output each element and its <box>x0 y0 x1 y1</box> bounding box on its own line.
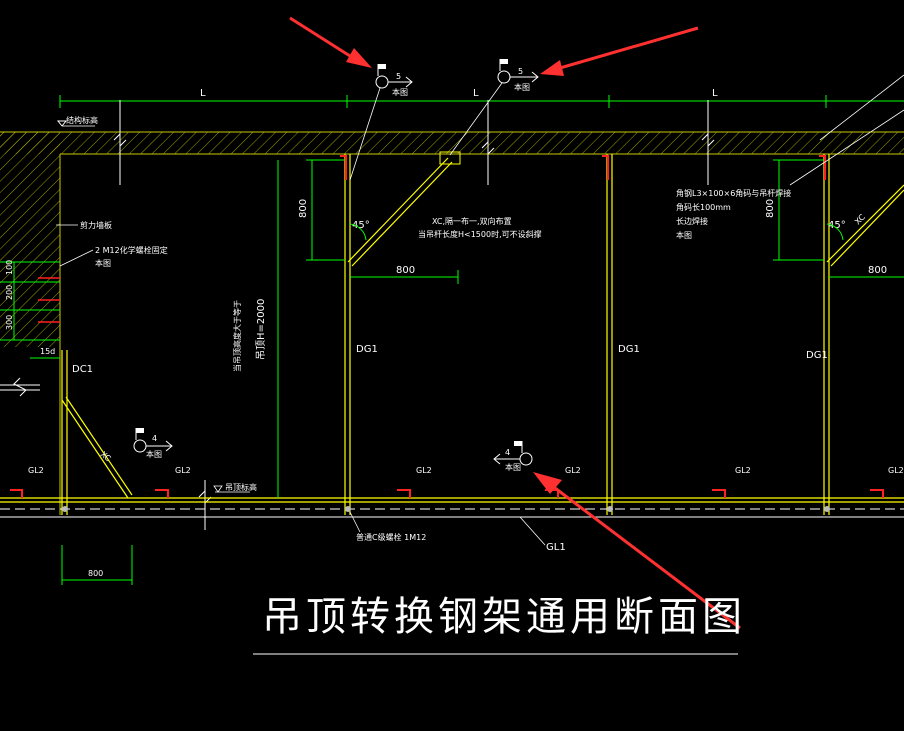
dim-800-vertical-1: 800 <box>298 199 309 218</box>
note-brace-2: 当吊杆长度H<1500时,可不设斜撑 <box>418 229 542 239</box>
dg1-label-3: DG1 <box>806 350 828 361</box>
braces <box>61 157 904 499</box>
note-anchor-ref: 本图 <box>95 258 111 268</box>
dim-800-horizontal-1: 800 <box>396 265 415 276</box>
span-dimension-line <box>59 95 904 108</box>
elevation-mark <box>56 120 95 127</box>
angle-label-2: 45° <box>828 220 846 231</box>
note-anchor: 2 M12化学螺栓固定 <box>95 245 168 255</box>
dim-15d: 15d <box>40 347 55 356</box>
section-mark-3 <box>133 428 173 453</box>
note-angle-3: 长边焊接 <box>676 216 708 226</box>
note-angle-2: 角码长100mm <box>676 202 731 212</box>
dim-800-vertical-2: 800 <box>765 199 776 218</box>
section-mark-2-ref: 本图 <box>514 82 530 92</box>
section-mark-4-num: 4 <box>505 448 510 457</box>
section-mark-4 <box>493 441 533 466</box>
drawing-title: 吊顶转换钢架通用断面图 <box>262 594 746 640</box>
xc-label-left: XC <box>99 450 113 464</box>
span-label-1: L <box>200 88 206 99</box>
angle-cuts <box>10 155 884 498</box>
annotation-arrows <box>289 16 741 630</box>
section-mark-3-ref: 本图 <box>146 449 162 459</box>
section-mark-1-ref: 本图 <box>392 87 408 97</box>
note-height-1: 当吊顶高度大于等于 <box>232 300 242 372</box>
dim-horizontal <box>61 270 904 585</box>
anchor-bars <box>38 277 60 323</box>
section-mark-1-num: 5 <box>396 72 401 81</box>
hangers <box>61 154 830 515</box>
leader-lines <box>789 74 904 186</box>
gl2-label-4: GL2 <box>565 466 581 475</box>
elevation-label: 结构标高 <box>66 115 98 125</box>
dg1-label-1: DG1 <box>356 344 378 355</box>
brace-plate <box>439 151 461 165</box>
section-mark-4-ref: 本图 <box>505 462 521 472</box>
section-mark-2-num: 5 <box>518 67 523 76</box>
dim-800-bottom: 800 <box>88 569 103 578</box>
note-wall: 剪力墙板 <box>80 220 112 230</box>
dim-wall <box>0 261 60 359</box>
gl2-label-2: GL2 <box>175 466 191 475</box>
level-mark-bottom <box>213 485 250 493</box>
shear-wall <box>0 132 61 515</box>
dim-800-horizontal-2: 800 <box>868 265 887 276</box>
note-height-2: 吊顶H=2000 <box>255 299 267 360</box>
note-angle-1: 角钢L3×100×6角码与吊杆焊接 <box>676 188 791 198</box>
span-label-2: L <box>473 88 479 99</box>
dc1-label: DC1 <box>72 364 93 375</box>
gl2-label-6: GL2 <box>888 466 904 475</box>
dim-300: 300 <box>5 315 14 330</box>
section-mark-1 <box>349 64 413 181</box>
section-mark-3-num: 4 <box>152 434 157 443</box>
gl2-label-1: GL2 <box>28 466 44 475</box>
note-brace-1: XC,隔一布一,双向布置 <box>432 216 512 226</box>
dg1-label-2: DG1 <box>618 344 640 355</box>
angle-label-1: 45° <box>352 220 370 231</box>
gl1-label: GL1 <box>546 542 566 553</box>
dim-vertical <box>277 159 824 498</box>
dim-100: 100 <box>5 260 14 275</box>
gl2-label-5: GL2 <box>735 466 751 475</box>
level-label-bottom: 吊顶标高 <box>225 482 257 492</box>
bolts <box>62 506 830 512</box>
section-mark-2 <box>449 59 539 156</box>
break-marks <box>113 100 715 530</box>
gl2-label-3: GL2 <box>416 466 432 475</box>
concrete-slab <box>0 131 904 155</box>
span-label-3: L <box>712 88 718 99</box>
ceiling-beam <box>0 497 904 518</box>
note-angle-4: 本图 <box>676 230 692 240</box>
wall-break <box>0 377 40 397</box>
dim-200: 200 <box>5 285 14 300</box>
bolt-note: 普通C级螺栓 1M12 <box>356 532 426 542</box>
